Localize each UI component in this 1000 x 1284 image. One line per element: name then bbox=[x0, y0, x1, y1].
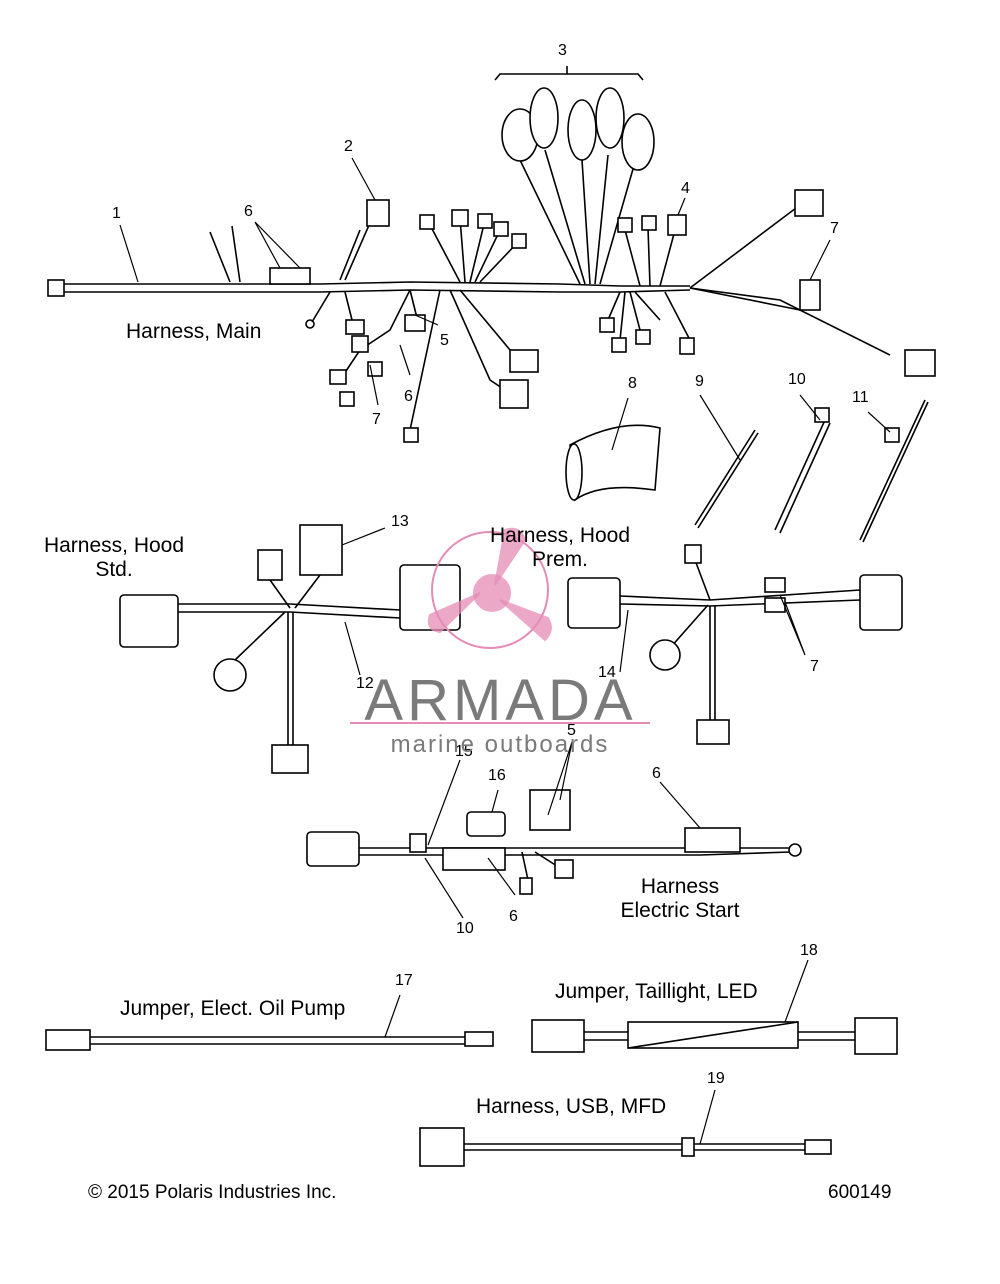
watermark-tagline: marine outboards bbox=[390, 731, 610, 758]
leader-lines bbox=[119, 157, 891, 1145]
callout-6: 6 bbox=[244, 203, 253, 220]
callout-5-elec: 5 bbox=[567, 722, 576, 739]
label-hood-prem-line2: Prem. bbox=[531, 548, 588, 571]
label-oil-pump: Jumper, Elect. Oil Pump bbox=[120, 997, 346, 1020]
callout-6-elec-right: 6 bbox=[652, 765, 661, 782]
callout-7: 7 bbox=[830, 220, 839, 237]
harness-hood-std-drawing bbox=[119, 524, 461, 774]
callout-14: 14 bbox=[598, 664, 616, 681]
harness-main-drawing bbox=[47, 66, 936, 443]
label-hood-prem: Harness, Hood Prem. bbox=[480, 524, 640, 572]
callout-10: 10 bbox=[788, 371, 806, 388]
callout-13: 13 bbox=[391, 513, 409, 530]
callout-19: 19 bbox=[707, 1070, 725, 1087]
callout-5: 5 bbox=[440, 332, 449, 349]
label-hood-std-line1: Harness, Hood bbox=[43, 534, 185, 557]
footer-figure-id: 600149 bbox=[828, 1182, 892, 1203]
callout-4: 4 bbox=[681, 180, 690, 197]
parts-clips-drawing bbox=[565, 399, 929, 543]
label-harness-main: Harness, Main bbox=[126, 320, 262, 343]
callout-10-elec: 10 bbox=[456, 920, 474, 937]
jumpers-drawing bbox=[45, 1017, 898, 1167]
callout-6-repeat: 6 bbox=[404, 388, 413, 405]
label-hood-prem-line1: Harness, Hood bbox=[489, 524, 631, 547]
callout-7-repeat: 7 bbox=[372, 411, 381, 428]
callout-16: 16 bbox=[488, 767, 506, 784]
harness-hood-prem-drawing bbox=[567, 544, 903, 745]
callout-7-prem: 7 bbox=[810, 658, 819, 675]
callout-17: 17 bbox=[395, 972, 413, 989]
callout-8: 8 bbox=[628, 375, 637, 392]
callout-11: 11 bbox=[852, 389, 869, 406]
callout-1: 1 bbox=[112, 205, 121, 222]
label-electric-start-line2: Electric Start bbox=[620, 899, 740, 922]
callout-6-elec-bottom: 6 bbox=[509, 908, 518, 925]
callout-12: 12 bbox=[356, 675, 374, 692]
callout-3: 3 bbox=[558, 42, 567, 59]
watermark-brand: ARMADA bbox=[364, 668, 637, 733]
harness-electric-start-drawing bbox=[306, 789, 802, 895]
callout-2: 2 bbox=[344, 138, 353, 155]
armada-logo-mark bbox=[350, 527, 650, 724]
label-electric-start-line1: Harness bbox=[640, 875, 720, 898]
callout-15: 15 bbox=[455, 743, 473, 760]
footer-copyright: © 2015 Polaris Industries Inc. bbox=[88, 1182, 337, 1203]
label-electric-start: Harness Electric Start bbox=[605, 875, 755, 923]
callout-18: 18 bbox=[800, 942, 818, 959]
label-hood-std: Harness, Hood Std. bbox=[34, 534, 194, 582]
label-taillight: Jumper, Taillight, LED bbox=[555, 980, 758, 1003]
label-hood-std-line2: Std. bbox=[95, 558, 133, 581]
label-usb: Harness, USB, MFD bbox=[476, 1095, 667, 1118]
callout-9: 9 bbox=[695, 373, 704, 390]
